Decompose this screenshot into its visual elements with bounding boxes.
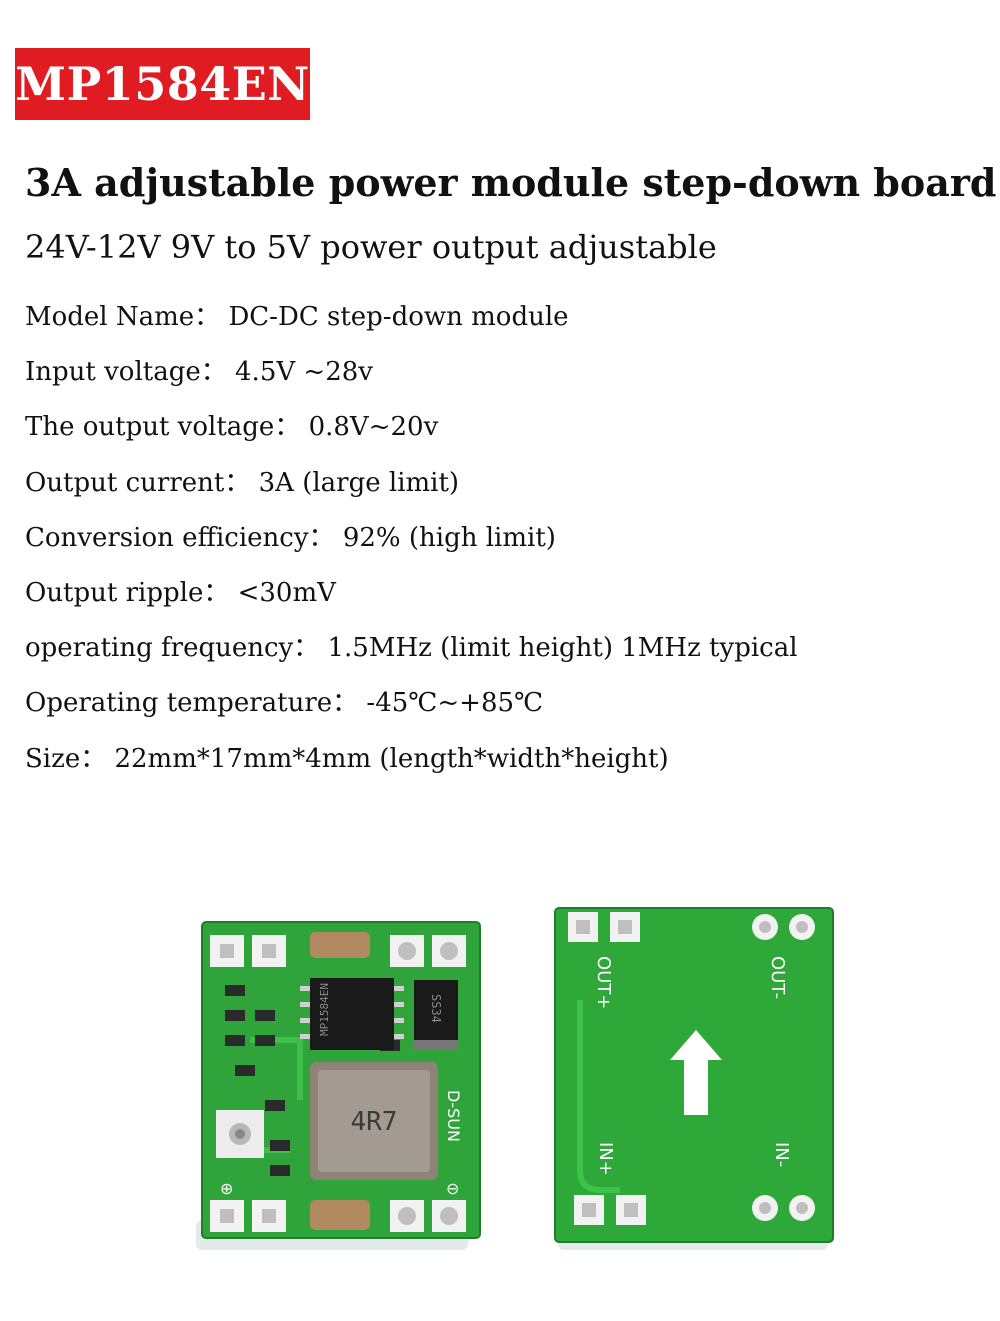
front-top-pads bbox=[210, 935, 466, 967]
diode: SS34 bbox=[414, 980, 458, 1050]
arrow-up-icon bbox=[670, 1030, 722, 1115]
spec-operating-temperature: Operating temperature： -45℃~+85℃ bbox=[25, 688, 544, 719]
spec-list: Model Name： DC-DC step-down module Input… bbox=[25, 300, 798, 797]
ic-chip: MP1584EN bbox=[300, 978, 404, 1050]
capacitor-top bbox=[310, 932, 370, 958]
spec-input-voltage: Input voltage： 4.5V ~28v bbox=[25, 357, 373, 388]
label-in-minus: IN- bbox=[771, 1142, 792, 1167]
inductor: 4R7 bbox=[310, 1062, 438, 1180]
label-out-plus: OUT+ bbox=[593, 956, 614, 1009]
headline: 3A adjustable power module step-down boa… bbox=[25, 160, 997, 205]
spec-conversion-efficiency: Conversion efficiency： 92% (high limit) bbox=[25, 522, 556, 553]
subheadline: 24V-12V 9V to 5V power output adjustable bbox=[25, 228, 717, 266]
spec-output-ripple: Output ripple： <30mV bbox=[25, 577, 336, 608]
label-in-plus: IN+ bbox=[595, 1142, 616, 1176]
diode-marking: SS34 bbox=[429, 994, 443, 1023]
back-pads bbox=[568, 912, 815, 1225]
brand-label: D-SUN bbox=[444, 1090, 463, 1142]
board-front: MP1584EN SS34 4R7 D-SUN ⊕ ⊖ bbox=[196, 921, 481, 1250]
spec-size: Size： 22mm*17mm*4mm (length*width*height… bbox=[25, 743, 669, 774]
plus-symbol: ⊕ bbox=[220, 1179, 233, 1198]
capacitor-bottom bbox=[310, 1200, 370, 1230]
product-badge: MP1584EN bbox=[15, 48, 310, 120]
front-bottom-pads bbox=[210, 1200, 466, 1232]
chip-marking: MP1584EN bbox=[318, 983, 331, 1036]
inductor-marking: 4R7 bbox=[351, 1107, 398, 1137]
board-back: OUT+ OUT- IN+ IN- bbox=[554, 907, 834, 1250]
spec-model-name: Model Name： DC-DC step-down module bbox=[25, 302, 569, 332]
spec-output-current: Output current： 3A (large limit) bbox=[25, 467, 460, 498]
minus-symbol: ⊖ bbox=[446, 1179, 459, 1198]
spec-operating-frequency: operating frequency： 1.5MHz (limit heigh… bbox=[25, 633, 798, 664]
potentiometer bbox=[216, 1110, 264, 1158]
spec-output-voltage: The output voltage： 0.8V~20v bbox=[25, 412, 439, 443]
label-out-minus: OUT- bbox=[767, 956, 788, 999]
product-photo: MP1584EN SS34 4R7 D-SUN ⊕ ⊖ bbox=[196, 907, 834, 1250]
